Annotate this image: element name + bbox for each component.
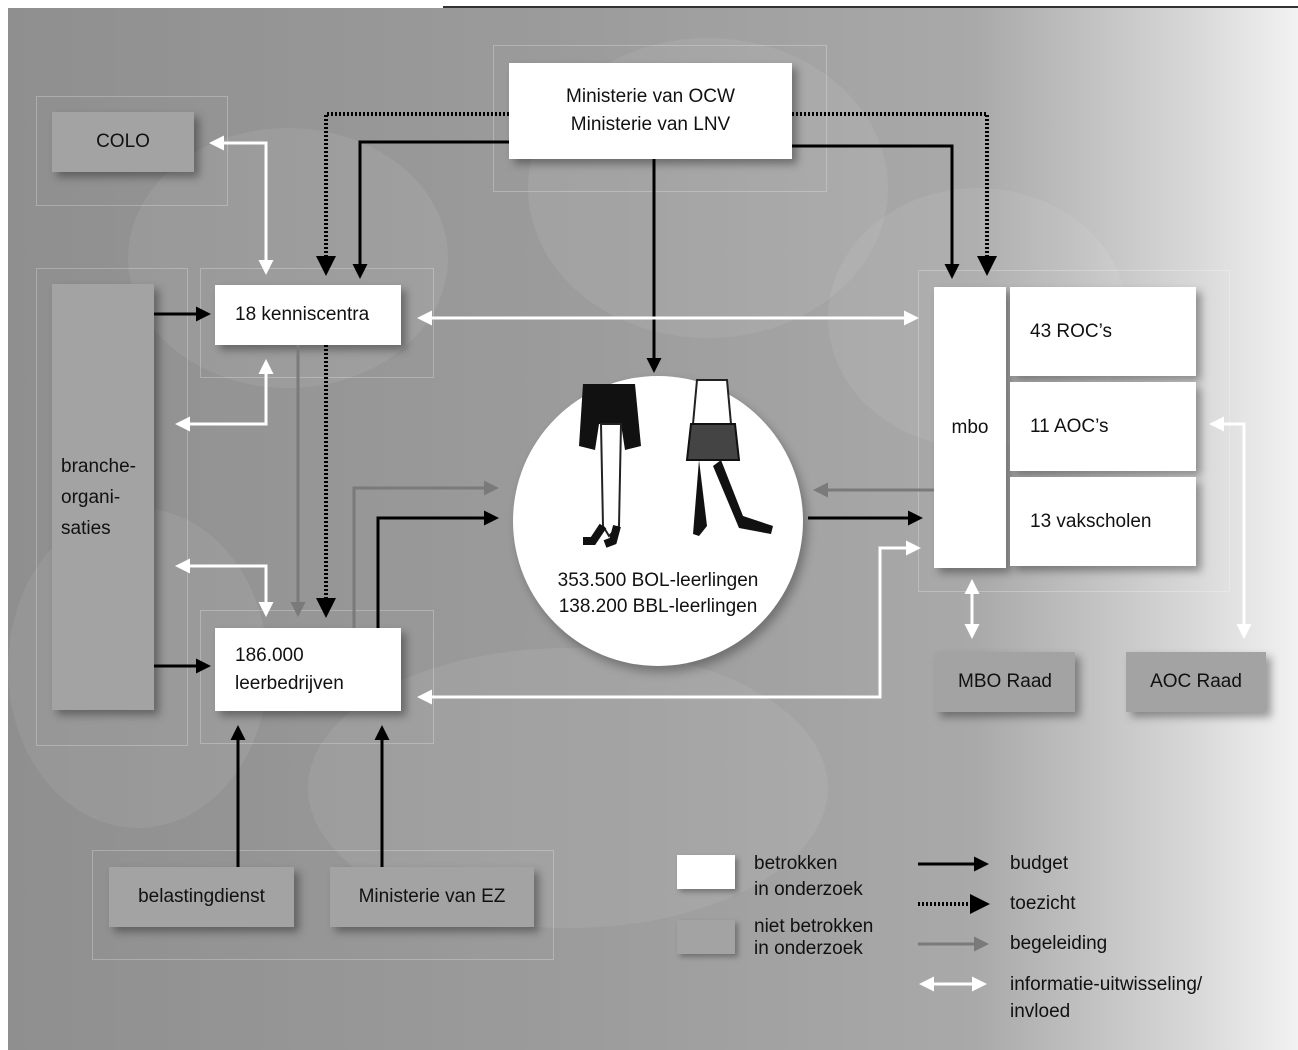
legend-swatch-not-involved — [677, 920, 735, 954]
leerbedrijven-box: 186.000 leerbedrijven — [215, 628, 401, 711]
aoc-raad-box: AOC Raad — [1126, 652, 1266, 712]
ghost-frame — [493, 45, 827, 192]
budget-arrows — [154, 140, 960, 867]
branche-label-line-1: branche- — [61, 455, 136, 477]
informatie-arrows — [175, 135, 1252, 705]
kenniscentra-box: 18 kenniscentra — [215, 285, 401, 345]
vakscholen-box: 13 vakscholen — [1010, 477, 1196, 566]
mbo-box: mbo — [934, 287, 1006, 568]
kenniscentra-label: 18 kenniscentra — [235, 304, 370, 326]
legend-label-toezicht: toezicht — [1010, 893, 1076, 914]
legend-arrows — [918, 856, 990, 992]
aoc-raad-label: AOC Raad — [1150, 671, 1242, 693]
branche-label-line-3: saties — [61, 517, 111, 539]
leerbedrijven-label: leerbedrijven — [235, 672, 344, 694]
legend-label-not-involved: niet betrokken in onderzoek — [754, 916, 874, 959]
ministerie-ocw-label: Ministerie van OCW — [566, 86, 735, 108]
mbo-raad-label: MBO Raad — [958, 671, 1052, 693]
top-rule — [443, 6, 1298, 8]
legend-label-begeleiding: begeleiding — [1010, 933, 1108, 954]
aocs-label: 11 AOC’s — [1030, 415, 1109, 437]
ghost-frame — [36, 268, 188, 746]
leerbedrijven-count: 186.000 — [235, 644, 304, 666]
branche-organisaties-box: branche- organi- saties — [52, 284, 154, 710]
rocs-label: 43 ROC’s — [1030, 320, 1113, 342]
ministerie-lnv-label: Ministerie van LNV — [570, 114, 731, 135]
toezicht-arrows — [316, 112, 997, 618]
colo-box: COLO — [52, 112, 194, 172]
student-girl-figure — [685, 379, 773, 536]
mbo-label: mbo — [951, 416, 989, 438]
legend-label-informatie: informatie-uitwisseling/ invloed — [1010, 974, 1203, 1022]
ghost-frame — [92, 850, 554, 960]
ministerie-ez-box: Ministerie van EZ — [330, 867, 534, 927]
mbo-raad-box: MBO Raad — [935, 652, 1075, 712]
colo-label: COLO — [96, 131, 150, 153]
legend-label-involved: betrokken in onderzoek — [754, 853, 863, 900]
branche-label-line-2: organi- — [61, 486, 121, 508]
ministerie-ez-label: Ministerie van EZ — [358, 886, 506, 908]
vakscholen-label: 13 vakscholen — [1030, 510, 1152, 532]
belastingdienst-label: belastingdienst — [138, 886, 265, 908]
rocs-box: 43 ROC’s — [1010, 287, 1196, 376]
legend-label-budget: budget — [1010, 853, 1069, 874]
legend-swatch-involved — [677, 855, 735, 889]
belastingdienst-box: belastingdienst — [109, 867, 294, 927]
begeleiding-arrows — [290, 345, 934, 628]
ministeries-ocw-lnv-box: Ministerie van OCW Ministerie van LNV — [509, 63, 792, 159]
aocs-box: 11 AOC’s — [1010, 382, 1196, 471]
